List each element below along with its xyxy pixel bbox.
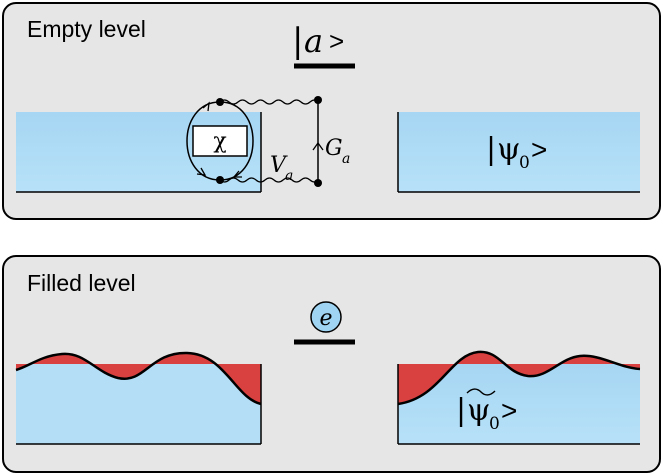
panel-filled-level: Filled level e | ψ 0 > [2,255,661,473]
psi0-psi: ψ [497,132,521,167]
right-reservoir-top [398,112,640,192]
g-subscript: a [342,151,350,167]
left-reservoir-bottom-water [16,352,261,444]
psi0-subscript: 0 [519,153,530,173]
panel-empty-title: Empty level [27,16,146,42]
psi0-tilde-subscript: 0 [489,414,500,434]
level-state-a: | a > [292,21,344,61]
chi-loop-arrow-bottom-left [196,167,207,176]
chi-loop-arrow-bottom-right [232,170,242,178]
v-subscript: a [285,168,293,184]
right-state-psi0: | ψ 0 > [486,132,547,173]
level-state-bar: | [292,21,303,61]
panel-filled-title: Filled level [27,270,136,296]
chi-symbol: χ [213,129,226,154]
electron-label: e [319,306,332,331]
psi0-tilde-mark [466,388,496,396]
chi-loop: χ [186,101,254,181]
psi0-tilde-bar: | [456,393,466,428]
g-a-label: G a [325,136,350,167]
psi0-tilde-psi: ψ [467,393,491,428]
right-reservoir-surface [397,350,641,406]
electron-circle [310,301,342,333]
left-reservoir-surface [15,351,262,406]
v-a-label: V a [270,153,293,184]
chi-loop-arrow-top [202,101,210,112]
vertex-loop-bottom [216,176,224,184]
level-state-bracket: > [329,26,344,56]
psi0-tilde-bracket: > [501,395,517,426]
psi0-bar: | [486,132,496,167]
v-label: V [270,153,288,178]
psi0-bracket: > [531,134,547,165]
interaction-line-bottom [219,177,320,183]
vertex-loop-top [216,98,224,106]
level-state-letter: a [304,22,323,60]
right-state-psi0-tilde: | ψ 0 > [456,388,517,434]
chi-box [192,125,248,157]
green-function-arrow [312,141,324,151]
g-label: G [325,136,343,161]
panel-empty-level: Empty level | a > | ψ 0 > χ [2,2,661,220]
interaction-line-top [219,99,320,105]
